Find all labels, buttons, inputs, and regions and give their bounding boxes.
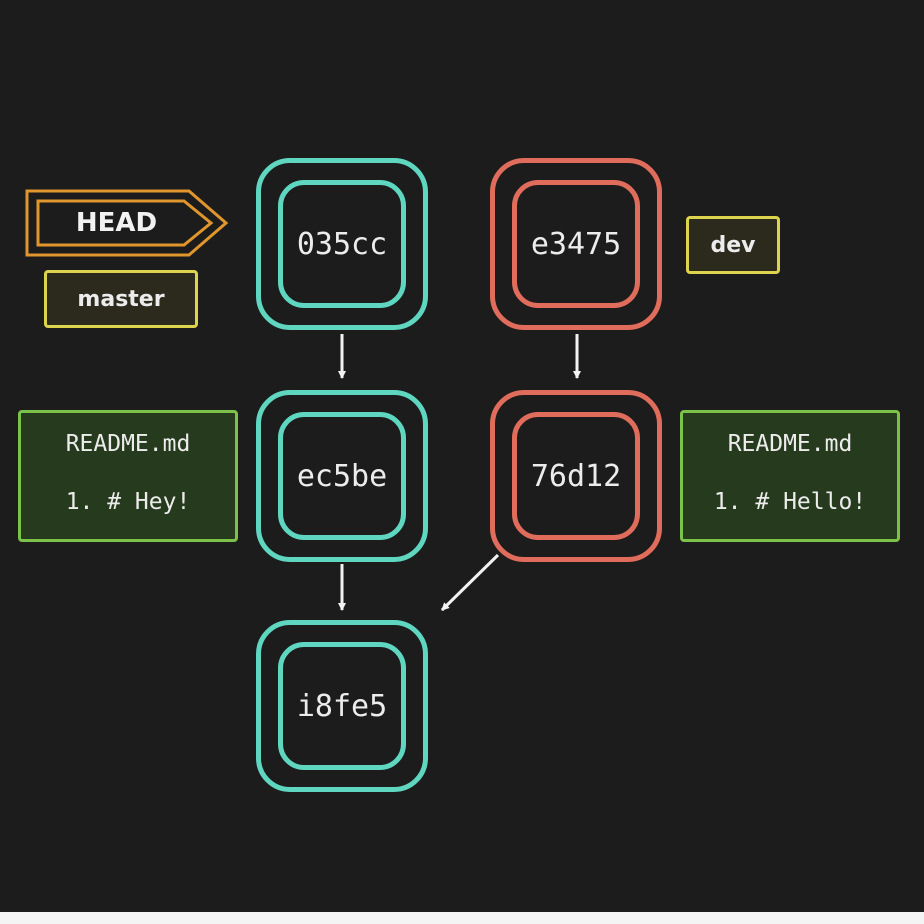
commit-e3475[interactable]: e3475	[490, 158, 662, 330]
file-readme-master: README.md 1. # Hey!	[18, 410, 238, 542]
file-readme-master-line: 1. # Hey!	[65, 489, 191, 515]
commit-035cc[interactable]: 035cc	[256, 158, 428, 330]
file-readme-dev-line: 1. # Hello!	[713, 489, 867, 515]
commit-i8fe5[interactable]: i8fe5	[256, 620, 428, 792]
commit-e3475-hash: e3475	[512, 180, 640, 308]
bottom-strip	[0, 912, 924, 924]
branch-master[interactable]: master	[44, 270, 198, 328]
head-pointer-shape	[25, 189, 229, 257]
head-pointer[interactable]: HEAD	[24, 188, 230, 258]
commit-76d12-hash: 76d12	[512, 412, 640, 540]
file-readme-dev-name: README.md	[727, 431, 853, 457]
commit-ec5be-hash: ec5be	[278, 412, 406, 540]
file-readme-master-name: README.md	[65, 431, 191, 457]
commit-76d12[interactable]: 76d12	[490, 390, 662, 562]
commit-i8fe5-hash: i8fe5	[278, 642, 406, 770]
branch-dev[interactable]: dev	[686, 216, 780, 274]
head-label: HEAD	[75, 208, 158, 238]
commit-035cc-hash: 035cc	[278, 180, 406, 308]
file-readme-dev: README.md 1. # Hello!	[680, 410, 900, 542]
commit-ec5be[interactable]: ec5be	[256, 390, 428, 562]
arrow-76d12-to-i8fe5	[440, 553, 500, 612]
